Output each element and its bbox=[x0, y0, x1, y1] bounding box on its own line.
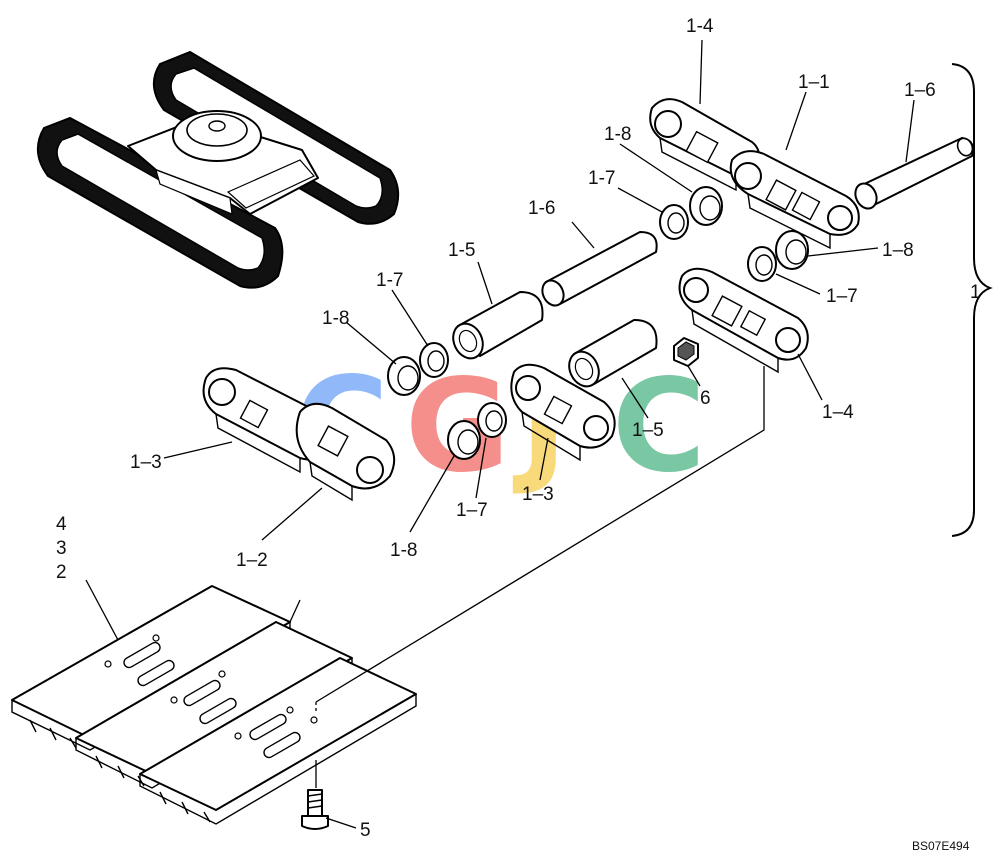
washer-1-7-upper bbox=[659, 204, 689, 240]
callout-1-2: 1–2 bbox=[236, 550, 268, 571]
link-1-4-upper bbox=[649, 98, 761, 192]
nut-6 bbox=[673, 337, 699, 367]
callout-1-5-left: 1-5 bbox=[448, 240, 475, 261]
shoe-slots bbox=[104, 634, 318, 759]
bushing-1-5-lower bbox=[568, 319, 658, 388]
callout-1-1: 1–1 bbox=[798, 72, 830, 93]
track-left bbox=[37, 116, 284, 289]
link-1-3-middle bbox=[510, 363, 616, 462]
callout-1-5-right: 1–5 bbox=[632, 420, 664, 441]
undercarriage-overview bbox=[37, 50, 400, 289]
callout-1-6-mid: 1-6 bbox=[528, 198, 555, 219]
reference-code: BS07E494 bbox=[912, 839, 970, 853]
washer-1-7-bottom bbox=[477, 402, 507, 438]
callouts: 1-4 1–1 1–6 1-8 1-7 1-6 1–8 1–7 1 1-5 1-… bbox=[56, 16, 981, 853]
leader-lines bbox=[85, 39, 915, 829]
track-shoe-3 bbox=[139, 657, 417, 825]
seal-1-8-right bbox=[775, 230, 809, 270]
callout-5: 5 bbox=[360, 820, 371, 841]
link-1-2 bbox=[295, 402, 396, 502]
callout-1-3-left: 1–3 bbox=[130, 452, 162, 473]
callout-1-4-top: 1-4 bbox=[686, 16, 714, 37]
callout-6: 6 bbox=[700, 388, 711, 409]
washer-1-7-left bbox=[419, 342, 449, 378]
seal-1-8-left bbox=[387, 356, 421, 396]
callout-1-4-right: 1–4 bbox=[822, 402, 854, 423]
callout-1-8-left: 1-8 bbox=[322, 308, 349, 329]
link-1-1 bbox=[729, 150, 860, 250]
assembly-lines bbox=[289, 366, 765, 788]
bolt-5 bbox=[301, 789, 329, 830]
bushing-1-5-upper bbox=[452, 291, 544, 360]
seal-1-8-upper bbox=[689, 186, 723, 226]
callout-1-8-upper: 1-8 bbox=[604, 124, 631, 145]
callout-1-7-upper: 1-7 bbox=[588, 168, 615, 189]
callout-1-6-right: 1–6 bbox=[904, 80, 936, 101]
washer-1-7-right bbox=[747, 246, 777, 282]
callout-1-8-bottom: 1-8 bbox=[390, 540, 417, 561]
pin-1-6-right bbox=[854, 137, 974, 210]
callout-1-7-bottom: 1–7 bbox=[456, 500, 488, 521]
callout-1-8-right: 1–8 bbox=[882, 240, 914, 261]
pin-1-6-middle bbox=[541, 231, 658, 307]
link-1-4-lower bbox=[678, 267, 809, 374]
watermark-letter-4: C bbox=[612, 352, 706, 501]
callout-4: 4 bbox=[56, 514, 67, 535]
callout-1-7-left: 1-7 bbox=[376, 270, 403, 291]
track-shoes bbox=[11, 585, 417, 825]
callout-3: 3 bbox=[56, 538, 67, 559]
track-right bbox=[153, 50, 400, 225]
callout-1-7-right: 1–7 bbox=[826, 286, 858, 307]
swing-bearing bbox=[172, 110, 262, 162]
seal-1-8-bottom bbox=[447, 420, 481, 460]
group-label: 1 bbox=[970, 282, 981, 303]
callout-1-3-mid: 1–3 bbox=[522, 484, 554, 505]
group-bracket bbox=[951, 63, 993, 537]
callout-2: 2 bbox=[56, 562, 67, 583]
